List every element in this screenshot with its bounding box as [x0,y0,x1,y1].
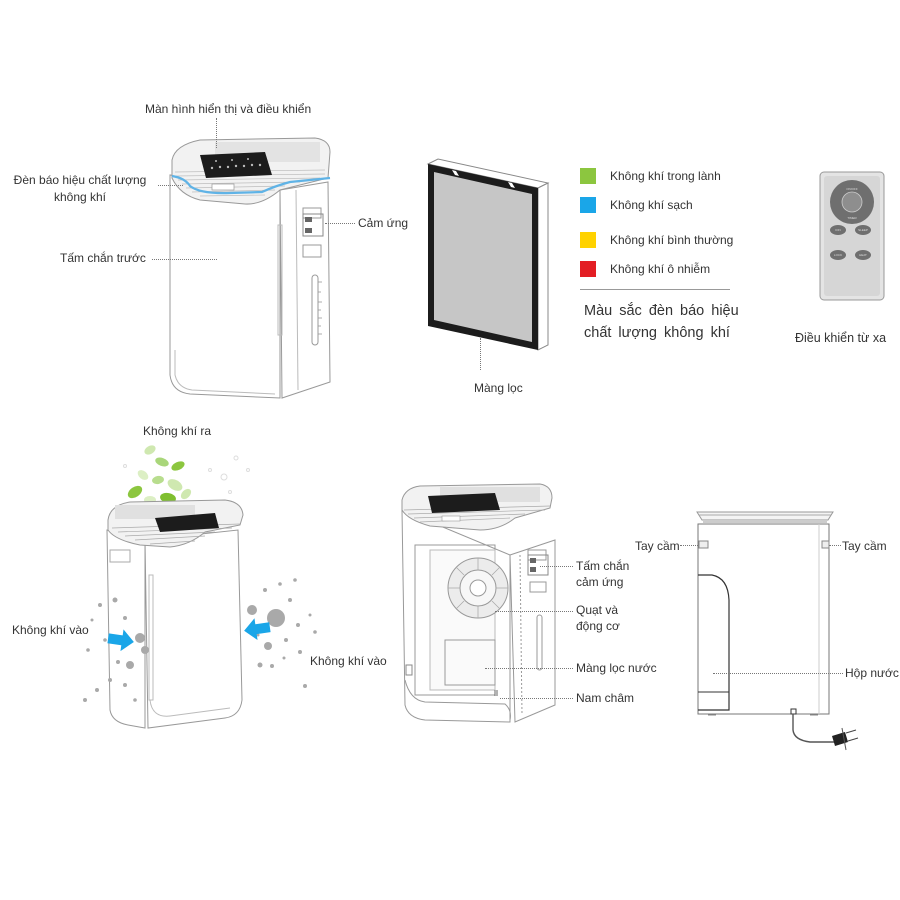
label-water-tank: Hộp nước [845,666,899,680]
fan-icon [447,557,509,619]
remote-button-sleep: SLEEP [858,228,868,232]
legend-title: Màu sắc đèn báo hiệu chất lượng không kh… [584,303,739,341]
legend-item-normal: Không khí bình thường [580,232,733,248]
legend-divider [580,289,730,290]
legend-swatch-blue [580,197,596,213]
label-handle-right: Tay cầm [842,539,887,553]
label-air-in-left: Không khí vào [12,623,89,637]
label-handle-left: Tay cầm [635,539,680,553]
leader-water-filter [485,668,573,669]
label-remote: Điều khiển từ xa [795,331,887,345]
label-water-filter: Màng lọc nước [576,661,657,675]
remote-button-onoff: ON/OFF [846,187,857,191]
remote-button-timer: TIMER [847,216,857,220]
legend-item-clean: Không khí sạch [580,197,693,213]
leader-handle-right [829,545,841,546]
legend-label: Không khí ô nhiễm [610,262,711,276]
legend-swatch-yellow [580,232,596,248]
label-air-out: Không khí ra [143,424,212,438]
label-magnet: Nam châm [576,691,635,705]
label-front-cover: Tấm chắn trước [60,251,146,265]
label-filter: Màng lọc [474,381,523,395]
leader-fan-motor [495,611,573,612]
leader-water-tank [713,673,843,674]
leader-indicator-light [158,185,183,186]
leader-filter [480,338,481,370]
label-display: Màn hình hiển thị và điều khiển [145,102,312,116]
leader-sensor [325,223,355,224]
label-fan-motor: Quạt và động cơ [576,603,620,633]
label-air-in-right: Không khí vào [310,654,387,668]
leader-magnet [500,698,573,699]
legend-swatch-red [580,261,596,277]
leader-display [216,118,217,148]
legend-item-polluted: Không khí ô nhiễm [580,261,710,277]
label-sensor: Cảm ứng [358,216,409,230]
label-indicator-light: Đèn báo hiệu chất lượng không khí [13,173,147,204]
remote-button-heat: HEAT [859,253,867,257]
arrow-air-in-right [244,618,271,641]
label-sensor-cover: Tấm chắn cảm ứng [576,559,630,589]
remote-button-ion: ION [835,228,840,232]
leader-front-cover [152,259,217,260]
leader-sensor-cover [540,566,573,567]
legend-label: Không khí bình thường [610,233,734,247]
arrow-air-in-left [107,629,134,652]
remote-button-lock: LOCK [834,253,842,257]
leader-handle-left [680,545,698,546]
legend-label: Không khí sạch [610,198,693,212]
legend-item-fresh: Không khí trong lành [580,168,721,184]
legend-swatch-green [580,168,596,184]
power-plug-icon [832,727,859,751]
legend-label: Không khí trong lành [610,169,721,183]
